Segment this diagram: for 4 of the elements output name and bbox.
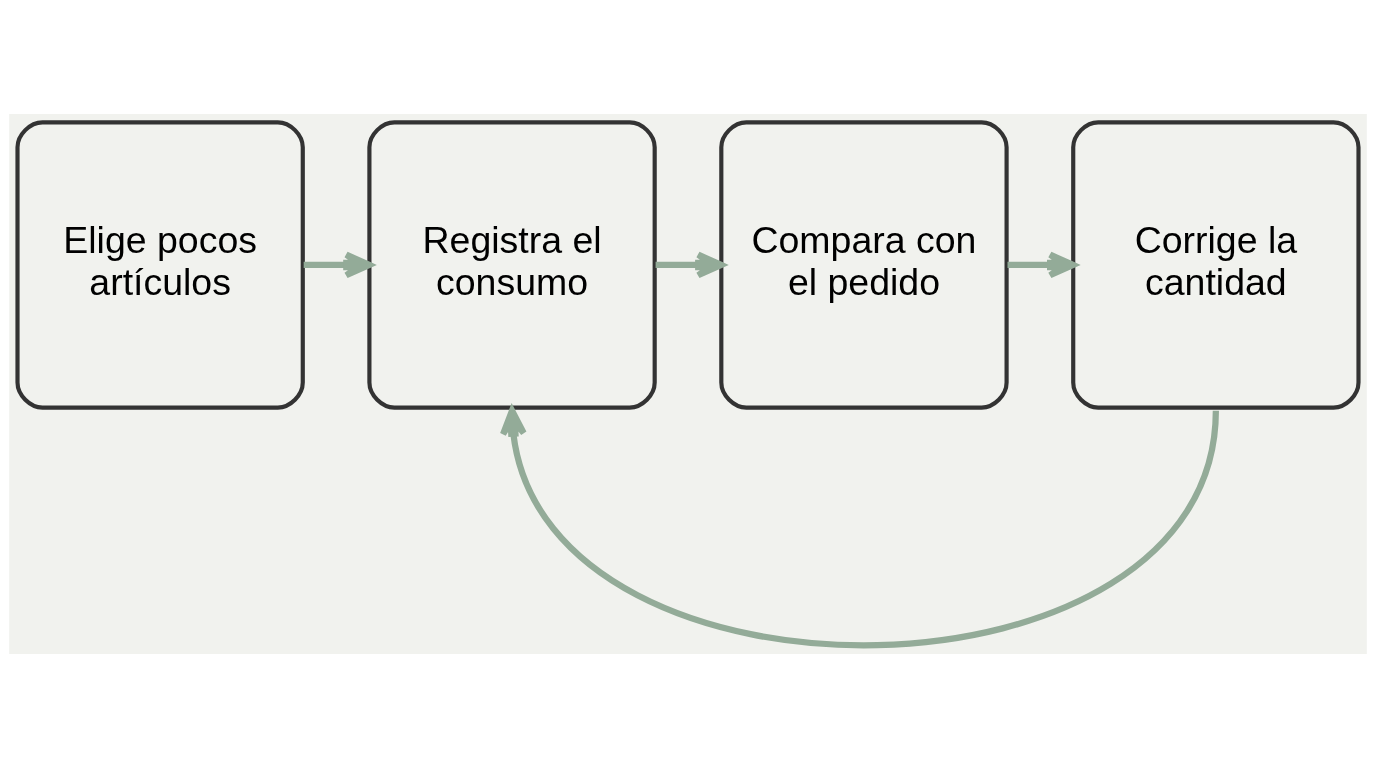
node-box: Elige pocos artículos bbox=[15, 120, 305, 410]
node-box: Corrige la cantidad bbox=[1071, 120, 1361, 410]
node-box: Compara con el pedido bbox=[719, 120, 1009, 410]
node-box: Registra el consumo bbox=[367, 120, 657, 410]
